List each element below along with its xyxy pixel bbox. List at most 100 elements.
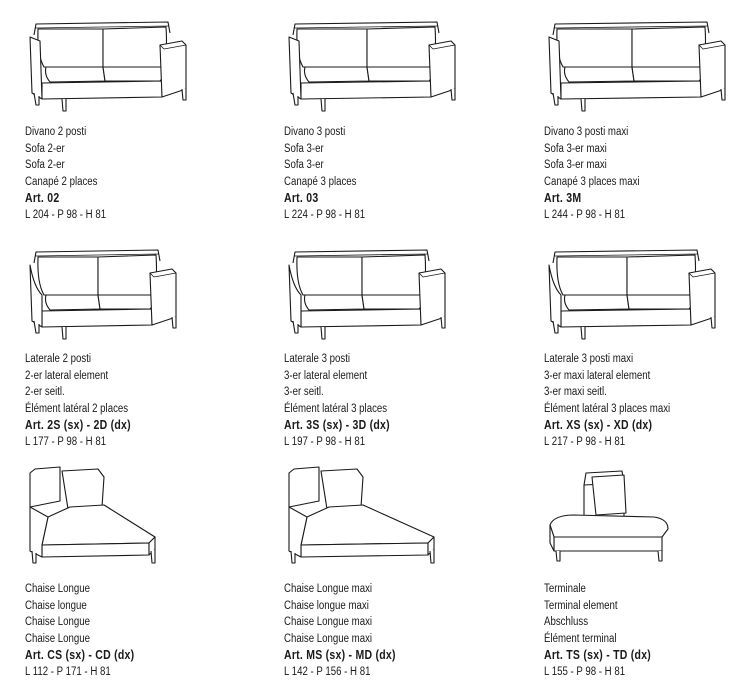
leg: [321, 327, 325, 339]
name-en: 3-er lateral element: [284, 369, 368, 382]
leg: [441, 317, 445, 328]
product-card: Divano 3 posti maxi Sofa 3-er maxi Sofa …: [544, 15, 751, 230]
product-card: Divano 3 posti Sofa 3-er Sofa 3-er Canap…: [284, 15, 514, 230]
seat-cushion: [550, 515, 668, 537]
product-card: Laterale 3 posti maxi 3-er maxi lateral …: [544, 243, 751, 458]
backrest-trim: [294, 26, 438, 28]
arm-top: [150, 273, 176, 277]
left-arm: [30, 37, 42, 99]
product-description: Divano 3 posti Sofa 3-er Sofa 3-er Canap…: [284, 124, 477, 223]
left-arm: [289, 37, 301, 99]
arm-top: [419, 273, 445, 277]
leg: [721, 89, 725, 100]
back-cushion: [592, 475, 626, 515]
seat-base: [554, 537, 662, 551]
seat-base: [301, 81, 431, 99]
name-fr: Canapé 3 places: [284, 175, 357, 188]
dimensions: L 197 - P 98 - H 81: [284, 435, 366, 448]
seat-cushion: [46, 295, 101, 310]
left-side: [30, 507, 48, 557]
seat-base: [42, 81, 162, 99]
back-cushion: [557, 257, 627, 295]
leg: [34, 321, 39, 333]
seat-cushion: [565, 295, 630, 310]
name-fr: Élément latéral 3 places maxi: [544, 402, 671, 415]
seat-side: [550, 525, 554, 551]
lateral-element-drawing: [25, 243, 185, 343]
backrest: [289, 467, 319, 507]
back-cushion: [38, 257, 98, 295]
leg: [34, 93, 39, 105]
name-it: Divano 3 posti maxi: [544, 126, 629, 138]
dimensions: L 204 - P 98 - H 81: [25, 208, 107, 221]
article-code: Art. MS (sx) - MD (dx): [284, 648, 396, 662]
seat-base: [42, 543, 149, 557]
product-description: Chaise Longue maxi Chaise longue maxi Ch…: [284, 581, 477, 680]
right-arm: [160, 41, 186, 97]
product-card: Chaise Longue Chaise longue Chaise Longu…: [25, 463, 255, 678]
leg: [451, 89, 455, 100]
seat-cushion: [46, 67, 106, 82]
name-de: Chaise Longue: [25, 616, 90, 628]
name-en: Chaise longue maxi: [284, 599, 369, 612]
right-arm: [419, 269, 445, 325]
dimensions: L 155 - P 98 - H 81: [544, 665, 626, 678]
leg: [182, 89, 186, 100]
product-card: Laterale 2 posti 2-er lateral element 2-…: [25, 243, 255, 458]
name-it: Terminale: [544, 583, 586, 595]
name-de: 3-er maxi seitl.: [544, 386, 607, 398]
name-en: 3-er maxi lateral element: [544, 369, 651, 382]
name-it: Laterale 3 posti: [284, 353, 351, 365]
terminal-element-drawing: [544, 463, 684, 573]
lateral-element-drawing: [284, 243, 454, 343]
leg: [556, 551, 560, 561]
article-code: Art. 02: [25, 191, 60, 205]
article-code: Art. 2S (sx) - 2D (dx): [25, 418, 131, 432]
seat-cushion: [627, 295, 693, 309]
back-cushion: [38, 29, 103, 67]
seat-cushion: [367, 67, 433, 81]
back-cushion: [297, 29, 367, 67]
name-de: Chaise Longue maxi: [284, 616, 373, 628]
name-de: Sofa 3-er maxi: [544, 159, 607, 171]
right-arm: [150, 269, 176, 325]
sofa-drawing: [284, 15, 464, 115]
leg: [172, 317, 176, 328]
product-description: Divano 2 posti Sofa 2-er Sofa 2-er Canap…: [25, 124, 218, 223]
name-en: Sofa 3-er maxi: [544, 142, 607, 155]
name-de: 3-er seitl.: [284, 386, 324, 398]
article-code: Art. XS (sx) - XD (dx): [544, 418, 653, 432]
sofa-drawing: [544, 15, 734, 115]
seat-base: [561, 81, 701, 99]
leg: [553, 321, 558, 333]
article-code: Art. 3M: [544, 191, 582, 205]
product-description: Terminale Terminal element Abschluss Élé…: [544, 581, 737, 680]
product-description: Laterale 2 posti 2-er lateral element 2-…: [25, 351, 218, 450]
name-it: Laterale 3 posti maxi: [544, 353, 634, 365]
back-cushion: [367, 27, 436, 67]
name-en: 2-er lateral element: [25, 369, 109, 382]
leg: [293, 93, 298, 105]
name-fr: Chaise Longue: [25, 632, 90, 645]
leg: [62, 99, 66, 111]
name-it: Chaise Longue: [25, 583, 90, 595]
seat-base: [301, 309, 421, 327]
arm-top: [160, 45, 186, 49]
backrest-trim: [35, 26, 169, 28]
arm-top: [699, 45, 725, 49]
leg: [581, 327, 585, 339]
dimensions: L 142 - P 156 - H 81: [284, 665, 371, 678]
arm-top: [689, 273, 715, 277]
article-code: Art. 3S (sx) - 3D (dx): [284, 418, 390, 432]
name-en: Terminal element: [544, 599, 618, 612]
article-code: Art. TS (sx) - TD (dx): [544, 648, 652, 662]
left-arm: [549, 37, 561, 99]
product-description: Chaise Longue Chaise longue Chaise Longu…: [25, 581, 218, 680]
name-it: Laterale 2 posti: [25, 353, 92, 365]
back-cushion: [362, 255, 426, 295]
product-card: Divano 2 posti Sofa 2-er Sofa 2-er Canap…: [25, 15, 255, 230]
name-fr: Élément latéral 3 places: [284, 402, 388, 415]
backrest-trim: [294, 254, 428, 256]
back-cushion: [557, 29, 632, 67]
product-card: Terminale Terminal element Abschluss Élé…: [544, 463, 751, 678]
